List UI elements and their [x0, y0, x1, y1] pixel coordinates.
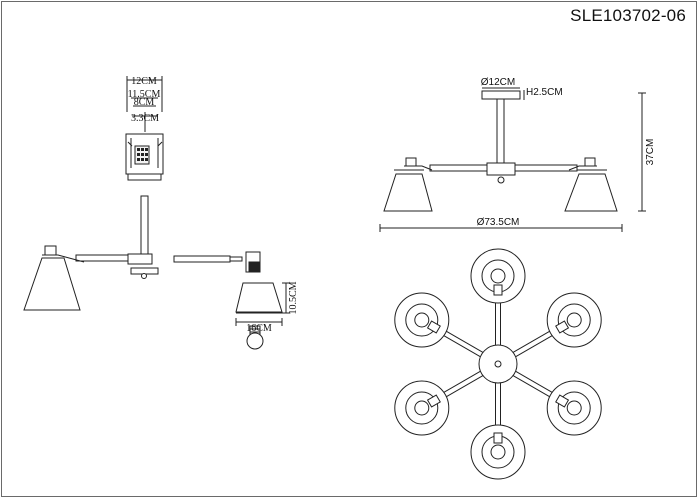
- dim-total-width: Ø73.5CM: [477, 217, 520, 228]
- arm-joint: [493, 284, 503, 296]
- left-arm: [75, 253, 159, 279]
- dim-top-box-width: 12CM: [131, 76, 157, 87]
- arm-joint: [493, 432, 503, 444]
- front-left-shade: [383, 157, 433, 212]
- dim-shade-height: 10.5CM: [288, 281, 299, 314]
- canopy: [481, 90, 521, 100]
- canopy-dimension-lines: [482, 87, 525, 100]
- center-hub: [486, 162, 516, 176]
- arm-joint: [426, 394, 441, 408]
- canopy-dimensions: [126, 76, 163, 132]
- bottom-view: [394, 248, 602, 480]
- canopy-box: [125, 133, 164, 181]
- bulb-icon: [246, 325, 264, 350]
- dim-total-height: 37CM: [645, 139, 656, 166]
- terminal-block: [137, 148, 148, 161]
- dim-canopy-height: H2.5CM: [526, 87, 563, 98]
- dim-inner-width-2: 8CM: [134, 97, 155, 108]
- front-right-shade: [564, 157, 618, 212]
- hub-center: [494, 360, 502, 368]
- dim-shade-diameter: 16CM: [246, 323, 272, 334]
- dim-canopy-diameter: Ø12CM: [481, 77, 515, 88]
- stem: [496, 98, 505, 164]
- exploded-view: 12CM 11.5CM 8CM 3.3CM 16CM 10.5CM: [23, 76, 299, 350]
- right-arm: [173, 255, 243, 263]
- shade-socket: [566, 400, 582, 416]
- arm-joint: [555, 394, 570, 408]
- center-tube: [140, 195, 149, 259]
- dim-inner-width-1: 11.5CM: [128, 89, 161, 100]
- model-code: SLE103702-06: [570, 6, 686, 25]
- arm-joint: [426, 320, 441, 334]
- right-shade-exploded: [235, 251, 290, 326]
- dim-box-height: 3.3CM: [131, 113, 159, 124]
- shade-socket: [566, 312, 582, 328]
- shade-socket: [490, 444, 506, 460]
- front-elevation: Ø12CM H2.5CM Ø73.5CM 37CM: [379, 77, 656, 232]
- shade-socket: [490, 268, 506, 284]
- shade-socket: [414, 312, 430, 328]
- shade-socket: [414, 400, 430, 416]
- left-shade: [23, 245, 85, 311]
- arm-joint: [555, 320, 570, 334]
